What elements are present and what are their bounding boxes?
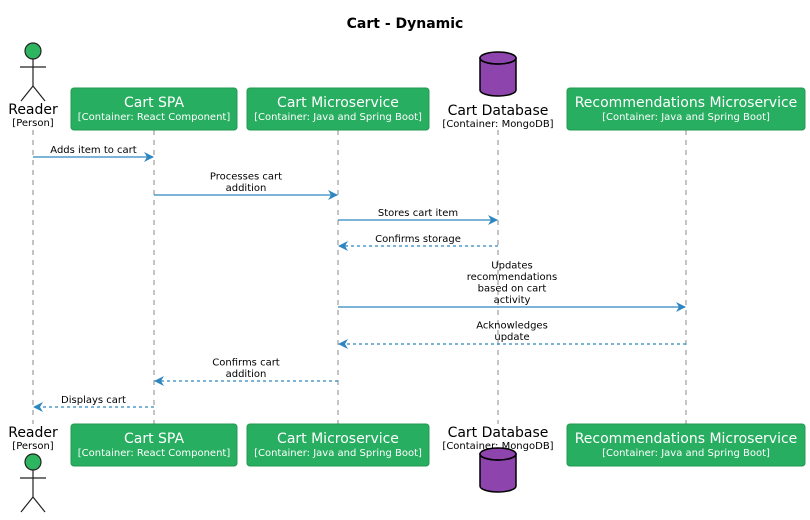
participant-db-top: Cart Database[Container: MongoDB] bbox=[442, 51, 554, 130]
participant-tech: [Container: MongoDB] bbox=[442, 441, 553, 452]
participant-name: Cart Microservice bbox=[277, 431, 399, 447]
participant-headers-bottom: Reader[Person] Cart SPA[Container: React … bbox=[8, 423, 806, 513]
participant-spa-top: Cart SPA[Container: React Component] bbox=[70, 87, 238, 131]
participant-spa-bottom: Cart SPA[Container: React Component] bbox=[70, 423, 238, 467]
participant-rec-top: Recommendations Microservice[Container: … bbox=[566, 87, 806, 131]
container-box bbox=[70, 87, 238, 131]
message-3: Stores cart item bbox=[338, 208, 498, 225]
participant-rec-bottom: Recommendations Microservice[Container: … bbox=[566, 423, 806, 467]
participant-name: Reader bbox=[8, 102, 58, 118]
message-1: Adds item to cart bbox=[33, 145, 154, 162]
container-box bbox=[70, 423, 238, 467]
participant-name: Cart Database bbox=[448, 103, 549, 119]
participant-tech: [Container: Java and Spring Boot] bbox=[602, 112, 770, 123]
participant-tech: [Container: MongoDB] bbox=[442, 119, 553, 130]
message-label: addition bbox=[226, 183, 267, 194]
participant-tech: [Container: Java and Spring Boot] bbox=[602, 448, 770, 459]
message-label: addition bbox=[226, 369, 267, 380]
message-label: Updates bbox=[491, 261, 532, 272]
person-icon bbox=[20, 42, 46, 102]
message-4: Confirms storage bbox=[338, 234, 498, 251]
participant-name: Cart Microservice bbox=[277, 95, 399, 111]
container-box bbox=[566, 87, 806, 131]
participant-name: Cart SPA bbox=[124, 95, 184, 111]
participant-name: Reader bbox=[8, 425, 58, 441]
message-label: Confirms cart bbox=[212, 358, 280, 369]
participant-name: Cart SPA bbox=[124, 431, 184, 447]
message-label: based on cart bbox=[478, 284, 547, 295]
participant-db-bottom: Cart Database[Container: MongoDB] bbox=[442, 425, 554, 493]
participant-svc-top: Cart Microservice[Container: Java and Sp… bbox=[246, 87, 430, 131]
person-icon bbox=[20, 453, 46, 513]
message-label: Adds item to cart bbox=[50, 145, 136, 156]
message-label: Displays cart bbox=[61, 395, 126, 406]
message-label: update bbox=[494, 332, 529, 343]
participant-reader-top: Reader[Person] bbox=[8, 42, 58, 129]
participant-reader-bottom: Reader[Person] bbox=[8, 425, 58, 513]
participant-svc-bottom: Cart Microservice[Container: Java and Sp… bbox=[246, 423, 430, 467]
database-icon bbox=[479, 447, 517, 493]
participant-tech: [Container: React Component] bbox=[78, 448, 231, 459]
container-box bbox=[246, 87, 430, 131]
container-box bbox=[566, 423, 806, 467]
message-label: recommendations bbox=[467, 272, 557, 283]
diagram-title: Cart - Dynamic bbox=[347, 16, 464, 32]
participant-name: Recommendations Microservice bbox=[575, 95, 798, 111]
participant-tech: [Container: Java and Spring Boot] bbox=[254, 448, 422, 459]
participant-tech: [Person] bbox=[12, 441, 54, 452]
participant-tech: [Person] bbox=[12, 118, 54, 129]
participant-name: Recommendations Microservice bbox=[575, 431, 798, 447]
participant-tech: [Container: React Component] bbox=[78, 112, 231, 123]
message-label: Stores cart item bbox=[378, 208, 458, 219]
participant-name: Cart Database bbox=[448, 425, 549, 441]
participant-headers-top: Reader[Person] Cart SPA[Container: React … bbox=[8, 42, 806, 131]
message-8: Displays cart bbox=[33, 395, 154, 412]
participant-tech: [Container: Java and Spring Boot] bbox=[254, 112, 422, 123]
message-label: activity bbox=[494, 295, 531, 306]
message-label: Confirms storage bbox=[375, 234, 461, 245]
message-label: Processes cart bbox=[210, 172, 282, 183]
container-box bbox=[246, 423, 430, 467]
lifelines bbox=[32, 130, 687, 424]
message-label: Acknowledges bbox=[476, 321, 548, 332]
database-icon bbox=[479, 51, 517, 97]
